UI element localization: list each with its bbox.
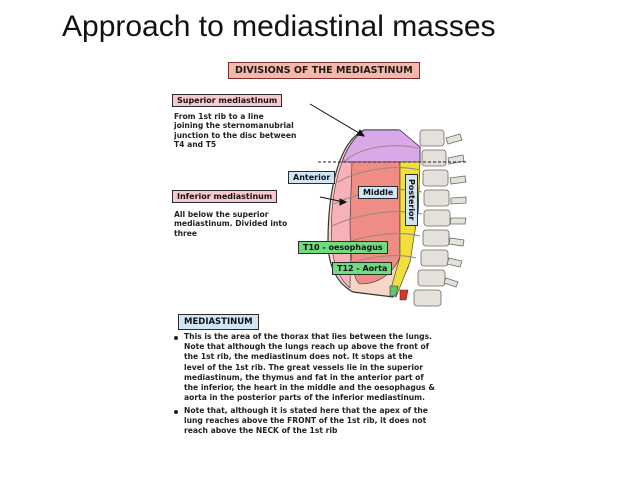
anterior-label: Anterior [288, 171, 336, 184]
t12-label: T12 - Aorta [332, 262, 393, 275]
bullet-text-1: This is the area of the thorax that lies… [184, 332, 435, 403]
middle-label: Middle [358, 186, 399, 199]
posterior-label: Posterior [405, 174, 418, 226]
bullet-dot-2 [174, 410, 178, 414]
inferior-mediastinum-desc: All below the superior mediastinum. Divi… [174, 210, 288, 238]
aorta-mark [399, 289, 409, 301]
mediastinum-figure: DIVISIONS OF THE MEDIASTINUM [168, 52, 478, 472]
slide-title: Approach to mediastinal masses [62, 10, 496, 43]
bullet-dot-1 [174, 336, 178, 340]
t10-label: T10 - oesophagus [298, 241, 388, 254]
spine-illustration [413, 129, 467, 307]
thorax-illustration [309, 103, 468, 307]
bullet-text-2: Note that, although it is stated here th… [184, 406, 428, 436]
superior-mediastinum-desc: From 1st rib to a line joining the stern… [174, 112, 297, 150]
figure-heading: DIVISIONS OF THE MEDIASTINUM [228, 62, 420, 79]
pointer-arrows [309, 103, 366, 206]
inferior-mediastinum-label: Inferior mediastinum [172, 190, 278, 203]
superior-mediastinum-label: Superior mediastinum [172, 94, 283, 107]
mediastinum-section-heading: MEDIASTINUM [178, 314, 259, 330]
oesophagus-mark [389, 285, 399, 297]
